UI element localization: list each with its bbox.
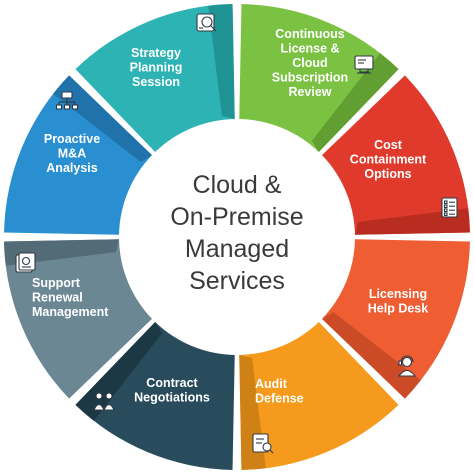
segment-wedge	[322, 239, 470, 399]
helpdesk-icon	[397, 355, 417, 377]
segment-wedge	[75, 322, 235, 470]
segment-label-line: Proactive	[44, 132, 100, 146]
audit-icon	[252, 433, 274, 454]
segment-edge	[311, 53, 399, 152]
segment-edge	[354, 208, 470, 235]
segment-edge	[322, 311, 421, 399]
segment-label-line: Cloud	[292, 56, 327, 70]
license-icon	[354, 55, 374, 74]
segment-label-line: Options	[364, 167, 411, 181]
strategy-icon	[196, 13, 217, 32]
segment-edge	[208, 4, 235, 120]
segment-label-line: Planning	[130, 61, 183, 75]
segment-label-line: Subscription	[272, 71, 348, 85]
segment-wedge	[4, 75, 152, 235]
segment-wedge	[239, 4, 399, 152]
segment-label-line: License &	[280, 42, 339, 56]
segment-label-line: Containment	[350, 153, 427, 167]
segment-label-line: M&A	[58, 147, 86, 161]
segment-label-line: Analysis	[46, 161, 97, 175]
segment-label-line: Licensing	[369, 287, 427, 301]
segment-label-line: Defense	[255, 392, 304, 406]
segment-label-line: Cost	[374, 138, 403, 152]
negotiation-icon	[93, 392, 115, 411]
center-title-line: Services	[189, 267, 285, 295]
network-icon	[55, 91, 79, 110]
center-title-line: Managed	[185, 235, 289, 263]
center-title-line: Cloud &	[193, 171, 282, 199]
segment-wedge	[322, 75, 470, 235]
segment-label-line: Continuous	[275, 27, 344, 41]
segment-wedge	[4, 239, 152, 399]
segment-wedge	[75, 4, 235, 152]
segment-label-line: Session	[132, 75, 180, 89]
segment-label-line: Negotiations	[134, 391, 210, 405]
segment-wedge	[239, 322, 399, 470]
segment-label-line: Review	[288, 85, 331, 99]
segment-label-line: Support	[32, 276, 81, 290]
segment-label-line: Strategy	[131, 46, 181, 60]
segment-label-line: Contract	[146, 376, 198, 390]
segment-label-line: Audit	[255, 377, 288, 391]
segment-label-line: Management	[32, 305, 109, 319]
checklist-icon	[441, 197, 458, 218]
segment-label-line: Renewal	[32, 291, 83, 305]
segment-edge	[53, 75, 152, 163]
renewal-icon	[15, 252, 36, 273]
segment-label-line: Help Desk	[368, 302, 428, 316]
center-title-line: On-Premise	[170, 203, 303, 231]
